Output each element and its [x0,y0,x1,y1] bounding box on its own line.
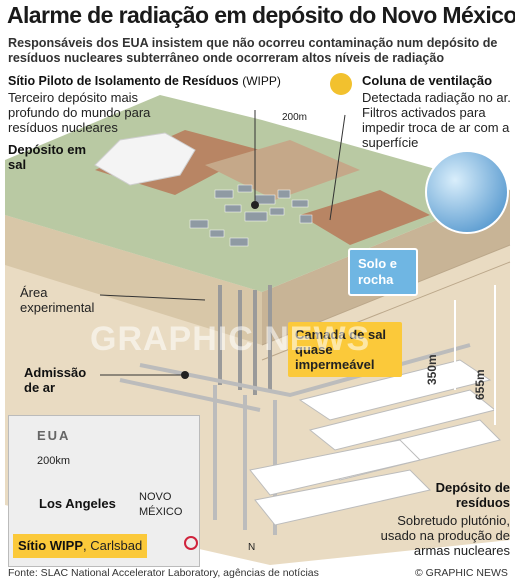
tunnel-grid [119,343,471,535]
wipp-heading: Sítio Piloto de Isolamento de Resíduos [8,74,239,88]
salt-deposit-label: Depósito em sal [8,142,87,172]
cliff-face-left [5,215,262,345]
depth-arrows [454,285,496,425]
north-label: N [248,542,256,553]
map-scale: 200km [37,455,71,467]
radiation-icon [330,73,352,95]
map-site-label: Sítio WIPP, Carlsbad [13,534,148,558]
waste-deposit-heading: Depósito de resíduos [435,480,510,510]
soil-rock-callout: Solo e rocha [348,248,418,296]
map-site-marker [184,536,198,550]
shafts [218,285,272,395]
salt-pile [94,132,196,186]
surface-buildings [189,184,313,247]
land-patch [205,140,360,200]
globe-locator [425,150,509,234]
disposal-rooms [249,359,501,526]
depth-655-label: 655m [473,369,487,400]
wipp-marker [251,201,259,209]
land-patch [300,190,430,245]
ventilation-heading: Coluna de ventilação [362,73,493,88]
waste-deposit-description: Sobretudo plutónio, usado na produção de… [380,513,510,558]
wipp-description: Terceiro depósito mais profundo do mundo… [8,90,151,135]
map-site-name: Sítio WIPP [18,538,83,553]
wipp-abbr: (WIPP) [242,74,281,88]
watermark: GRAPHIC NEWS [90,320,371,358]
source-text: Fonte: SLAC National Accelerator Laborat… [8,567,319,579]
page-subtitle: Responsáveis dos EUA insistem que não oc… [8,36,498,65]
map-state: NOVO MÉXICO [139,491,183,518]
experimental-area-label: Área experimental [20,285,95,315]
leader-lines [99,110,346,376]
map-site-town: , Carlsbad [83,538,143,553]
ventilation-description: Detectada radiação no ar. Filtros activa… [362,90,511,150]
map-city: Los Angeles [39,496,116,511]
scale-label-200m: 200m [282,112,308,123]
map-country: EUA [37,428,71,443]
credit-text: © GRAPHIC NEWS [415,567,508,579]
page-title: Alarme de radiação em depósito do Novo M… [7,2,515,28]
air-intake-marker [181,371,189,379]
salt-layer-label: Camada de sal quase impermeável [288,322,402,377]
location-map: EUA 200km Los Angeles NOVO MÉXICO Sítio … [8,415,200,567]
depth-350-label: 350m [425,354,439,385]
air-intake-label: Admissão de ar [24,365,87,395]
